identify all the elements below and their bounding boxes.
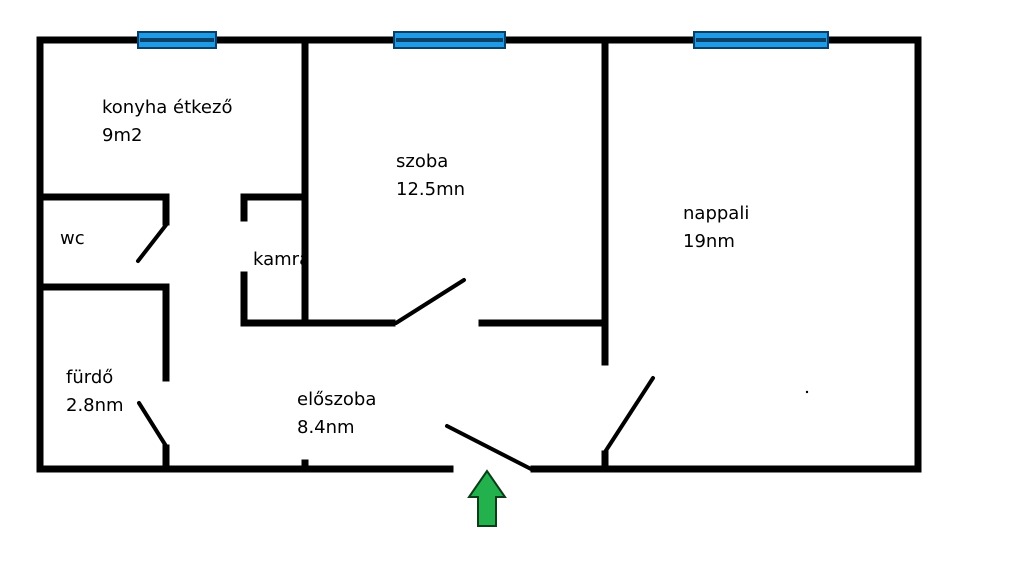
room-name-szoba: szoba bbox=[396, 151, 449, 172]
room-label-konyha: konyha étkező 9m2 bbox=[102, 94, 232, 150]
room-label-eloszoba: előszoba 8.4nm bbox=[297, 386, 376, 442]
door-wc bbox=[136, 223, 168, 263]
room-area-furdo: 2.8nm bbox=[66, 395, 124, 416]
room-name-konyha: konyha étkező bbox=[102, 97, 233, 118]
room-area-szoba: 12.5mn bbox=[396, 179, 466, 200]
window-konyha-inner bbox=[140, 38, 214, 42]
room-label-furdo: fürdő 2.8nm bbox=[66, 364, 124, 420]
room-area-nappali: 19nm bbox=[683, 231, 735, 252]
room-name-kamra: kamra bbox=[253, 249, 303, 270]
door-szoba bbox=[394, 278, 466, 325]
dot-mark bbox=[805, 390, 809, 394]
window-szoba-inner bbox=[396, 38, 503, 42]
room-area-eloszoba: 8.4nm bbox=[297, 417, 355, 438]
door-furdo bbox=[137, 401, 168, 448]
room-label-nappali: nappali 19nm bbox=[683, 200, 749, 256]
room-name-wc: wc bbox=[60, 228, 85, 249]
door-entrance bbox=[445, 424, 533, 471]
room-label-kamra: kamra bbox=[253, 246, 303, 274]
room-name-nappali: nappali bbox=[683, 203, 750, 224]
room-label-szoba: szoba 12.5mn bbox=[396, 148, 465, 204]
door-nappali bbox=[603, 376, 655, 454]
room-label-wc: wc bbox=[60, 225, 85, 253]
room-name-eloszoba: előszoba bbox=[297, 389, 377, 410]
room-name-furdo: fürdő bbox=[66, 367, 114, 388]
up-arrow-icon bbox=[467, 469, 507, 527]
room-area-konyha: 9m2 bbox=[102, 125, 143, 146]
window-nappali-inner bbox=[696, 38, 826, 42]
